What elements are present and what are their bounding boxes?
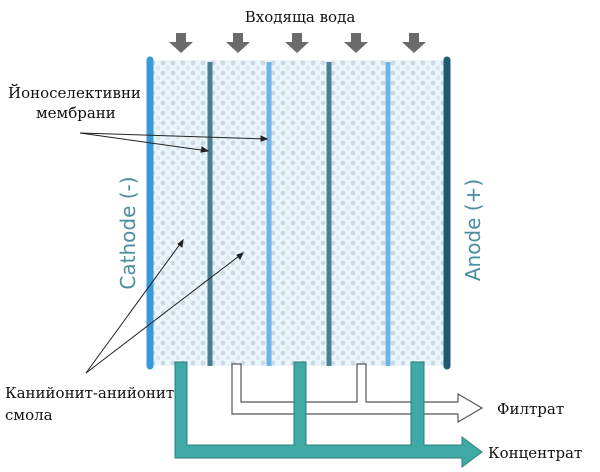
resin-pointer-lines bbox=[85, 238, 244, 374]
concentrate-label: Концентрат bbox=[488, 444, 582, 462]
inflow-arrow-icon bbox=[285, 33, 309, 53]
anode-label: Anode (+) bbox=[461, 179, 485, 281]
inflow-arrows bbox=[169, 33, 426, 53]
resin-label-line1: Канийонит-анийонит bbox=[5, 384, 174, 402]
inflow-arrow-icon bbox=[344, 33, 368, 53]
membranes-label-line1: Йоноселективни bbox=[8, 83, 141, 102]
membranes-label-line2: мембрани bbox=[36, 104, 116, 122]
inflow-arrow-icon bbox=[169, 33, 193, 53]
inflow-arrow-icon bbox=[226, 33, 250, 53]
concentrate-pipe bbox=[174, 361, 483, 468]
membranes-pointer-lines bbox=[79, 132, 269, 153]
cathode-label: Cathode (-) bbox=[116, 176, 140, 289]
filtrate-label: Филтрат bbox=[497, 400, 564, 418]
filtrate-pipe bbox=[231, 363, 484, 424]
inflow-arrow-icon bbox=[402, 33, 426, 53]
resin-bed bbox=[152, 60, 446, 366]
resin-label-line2: смола bbox=[5, 406, 53, 424]
diagram-title: Входяща вода bbox=[245, 8, 356, 26]
